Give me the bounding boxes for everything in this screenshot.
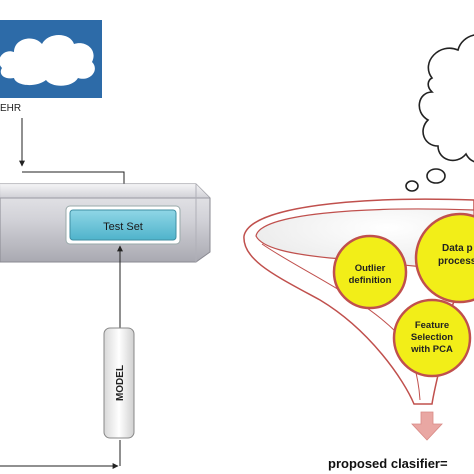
outlier-label-2: definition <box>349 275 392 286</box>
thought-cloud-icon <box>418 34 474 163</box>
cloud-icon <box>0 35 95 86</box>
funnel-down-arrow-icon <box>411 411 443 441</box>
test-set-box <box>65 205 181 245</box>
outlier-circle <box>332 234 408 310</box>
model-label: MODEL <box>115 365 126 401</box>
model-bottom-connector <box>0 440 121 469</box>
feature-label-2: Selection <box>411 332 453 343</box>
test-set-label: Test Set <box>103 221 143 233</box>
thought-dot-2 <box>405 180 419 192</box>
data-processing-circle <box>414 212 474 304</box>
ehr-cloud-box <box>0 20 102 98</box>
proposed-classifier-label: proposed clasifier= <box>328 456 448 471</box>
feature-selection-circle <box>392 298 472 378</box>
ehr-label: EHR <box>0 103 21 114</box>
outlier-label-1: Outlier <box>355 263 386 274</box>
feature-label-3: with PCA <box>410 344 453 355</box>
data-processing-label-2: process <box>438 256 474 267</box>
thought-dot-1 <box>426 168 446 184</box>
thought-bubble <box>405 34 474 192</box>
data-processing-label-1: Data p <box>442 243 473 254</box>
model-box <box>103 327 135 439</box>
feature-label-1: Feature <box>415 320 449 331</box>
